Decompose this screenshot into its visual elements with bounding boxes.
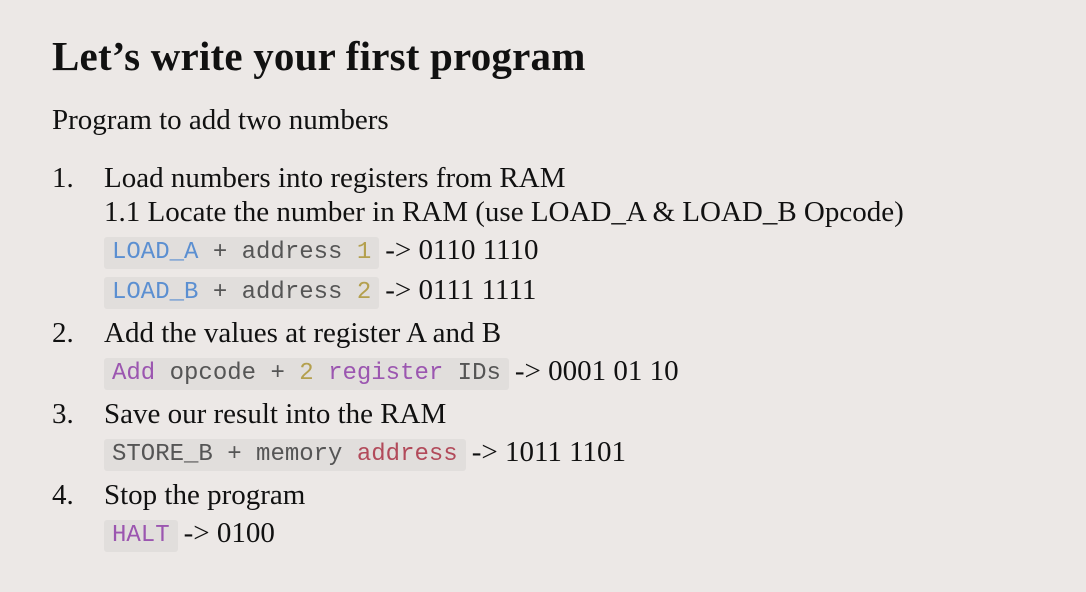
code-snippet: Add opcode + 2 register IDs: [104, 358, 509, 390]
code-snippet: LOAD_B + address 2: [104, 277, 380, 309]
code-snippet: STORE_B + memory address: [104, 439, 466, 471]
step-2: 2. Add the values at register A and B Ad…: [52, 316, 1066, 390]
code-keyword: address: [356, 441, 458, 468]
code-text: IDs: [443, 360, 501, 387]
code-line-load-b: LOAD_B + address 2-> 0111 1111: [104, 273, 1066, 309]
step-title: Add the values at register A and B: [104, 317, 502, 349]
code-number: 2: [356, 279, 372, 306]
code-text: opcode +: [155, 360, 300, 387]
code-line-store: STORE_B + memory address-> 1011 1101: [104, 435, 1066, 471]
opcode: HALT: [112, 522, 170, 549]
code-text: + memory: [212, 441, 357, 468]
opcode: STORE_B: [112, 441, 213, 468]
binary-result: -> 1011 1101: [471, 436, 627, 468]
step-number: 2.: [52, 317, 74, 349]
code-snippet: LOAD_A + address 1: [104, 237, 380, 269]
code-line-load-a: LOAD_A + address 1-> 0110 1110: [104, 233, 1066, 269]
code-line-halt: HALT -> 0100: [104, 516, 1066, 552]
step-title: Stop the program: [104, 479, 306, 511]
step-number: 1.: [52, 162, 74, 194]
opcode: LOAD_B: [112, 279, 199, 306]
slide-title: Let’s write your first program: [52, 33, 586, 79]
code-number: 2: [299, 360, 314, 387]
step-4: 4. Stop the program HALT -> 0100: [52, 478, 1066, 552]
binary-result: -> 0110 1110: [385, 234, 539, 266]
steps-list: 1. Load numbers into registers from RAM …: [52, 161, 1066, 552]
step-title: Save our result into the RAM: [104, 398, 447, 430]
code-text: [314, 360, 328, 387]
step-3: 3. Save our result into the RAM STORE_B …: [52, 397, 1066, 471]
opcode: LOAD_A: [112, 239, 199, 266]
step-number: 4.: [52, 479, 74, 511]
code-text: + address: [198, 239, 357, 266]
code-number: 1: [356, 239, 372, 266]
step-1: 1. Load numbers into registers from RAM …: [52, 161, 1066, 309]
slide: Let’s write your first program Program t…: [52, 30, 1066, 559]
binary-result: -> 0111 1111: [385, 274, 537, 306]
step-number: 3.: [52, 398, 74, 430]
binary-result: -> 0100: [183, 517, 275, 549]
step-substep: 1.1 Locate the number in RAM (use LOAD_A…: [104, 196, 904, 228]
code-keyword: register: [328, 360, 444, 387]
binary-result: -> 0001 01 10: [514, 355, 679, 387]
code-text: + address: [198, 279, 357, 306]
code-snippet: HALT: [104, 520, 178, 552]
slide-subtitle: Program to add two numbers: [52, 104, 389, 136]
code-line-add: Add opcode + 2 register IDs-> 0001 01 10: [104, 354, 1066, 390]
step-title: Load numbers into registers from RAM: [104, 162, 566, 194]
opcode: Add: [112, 360, 156, 387]
